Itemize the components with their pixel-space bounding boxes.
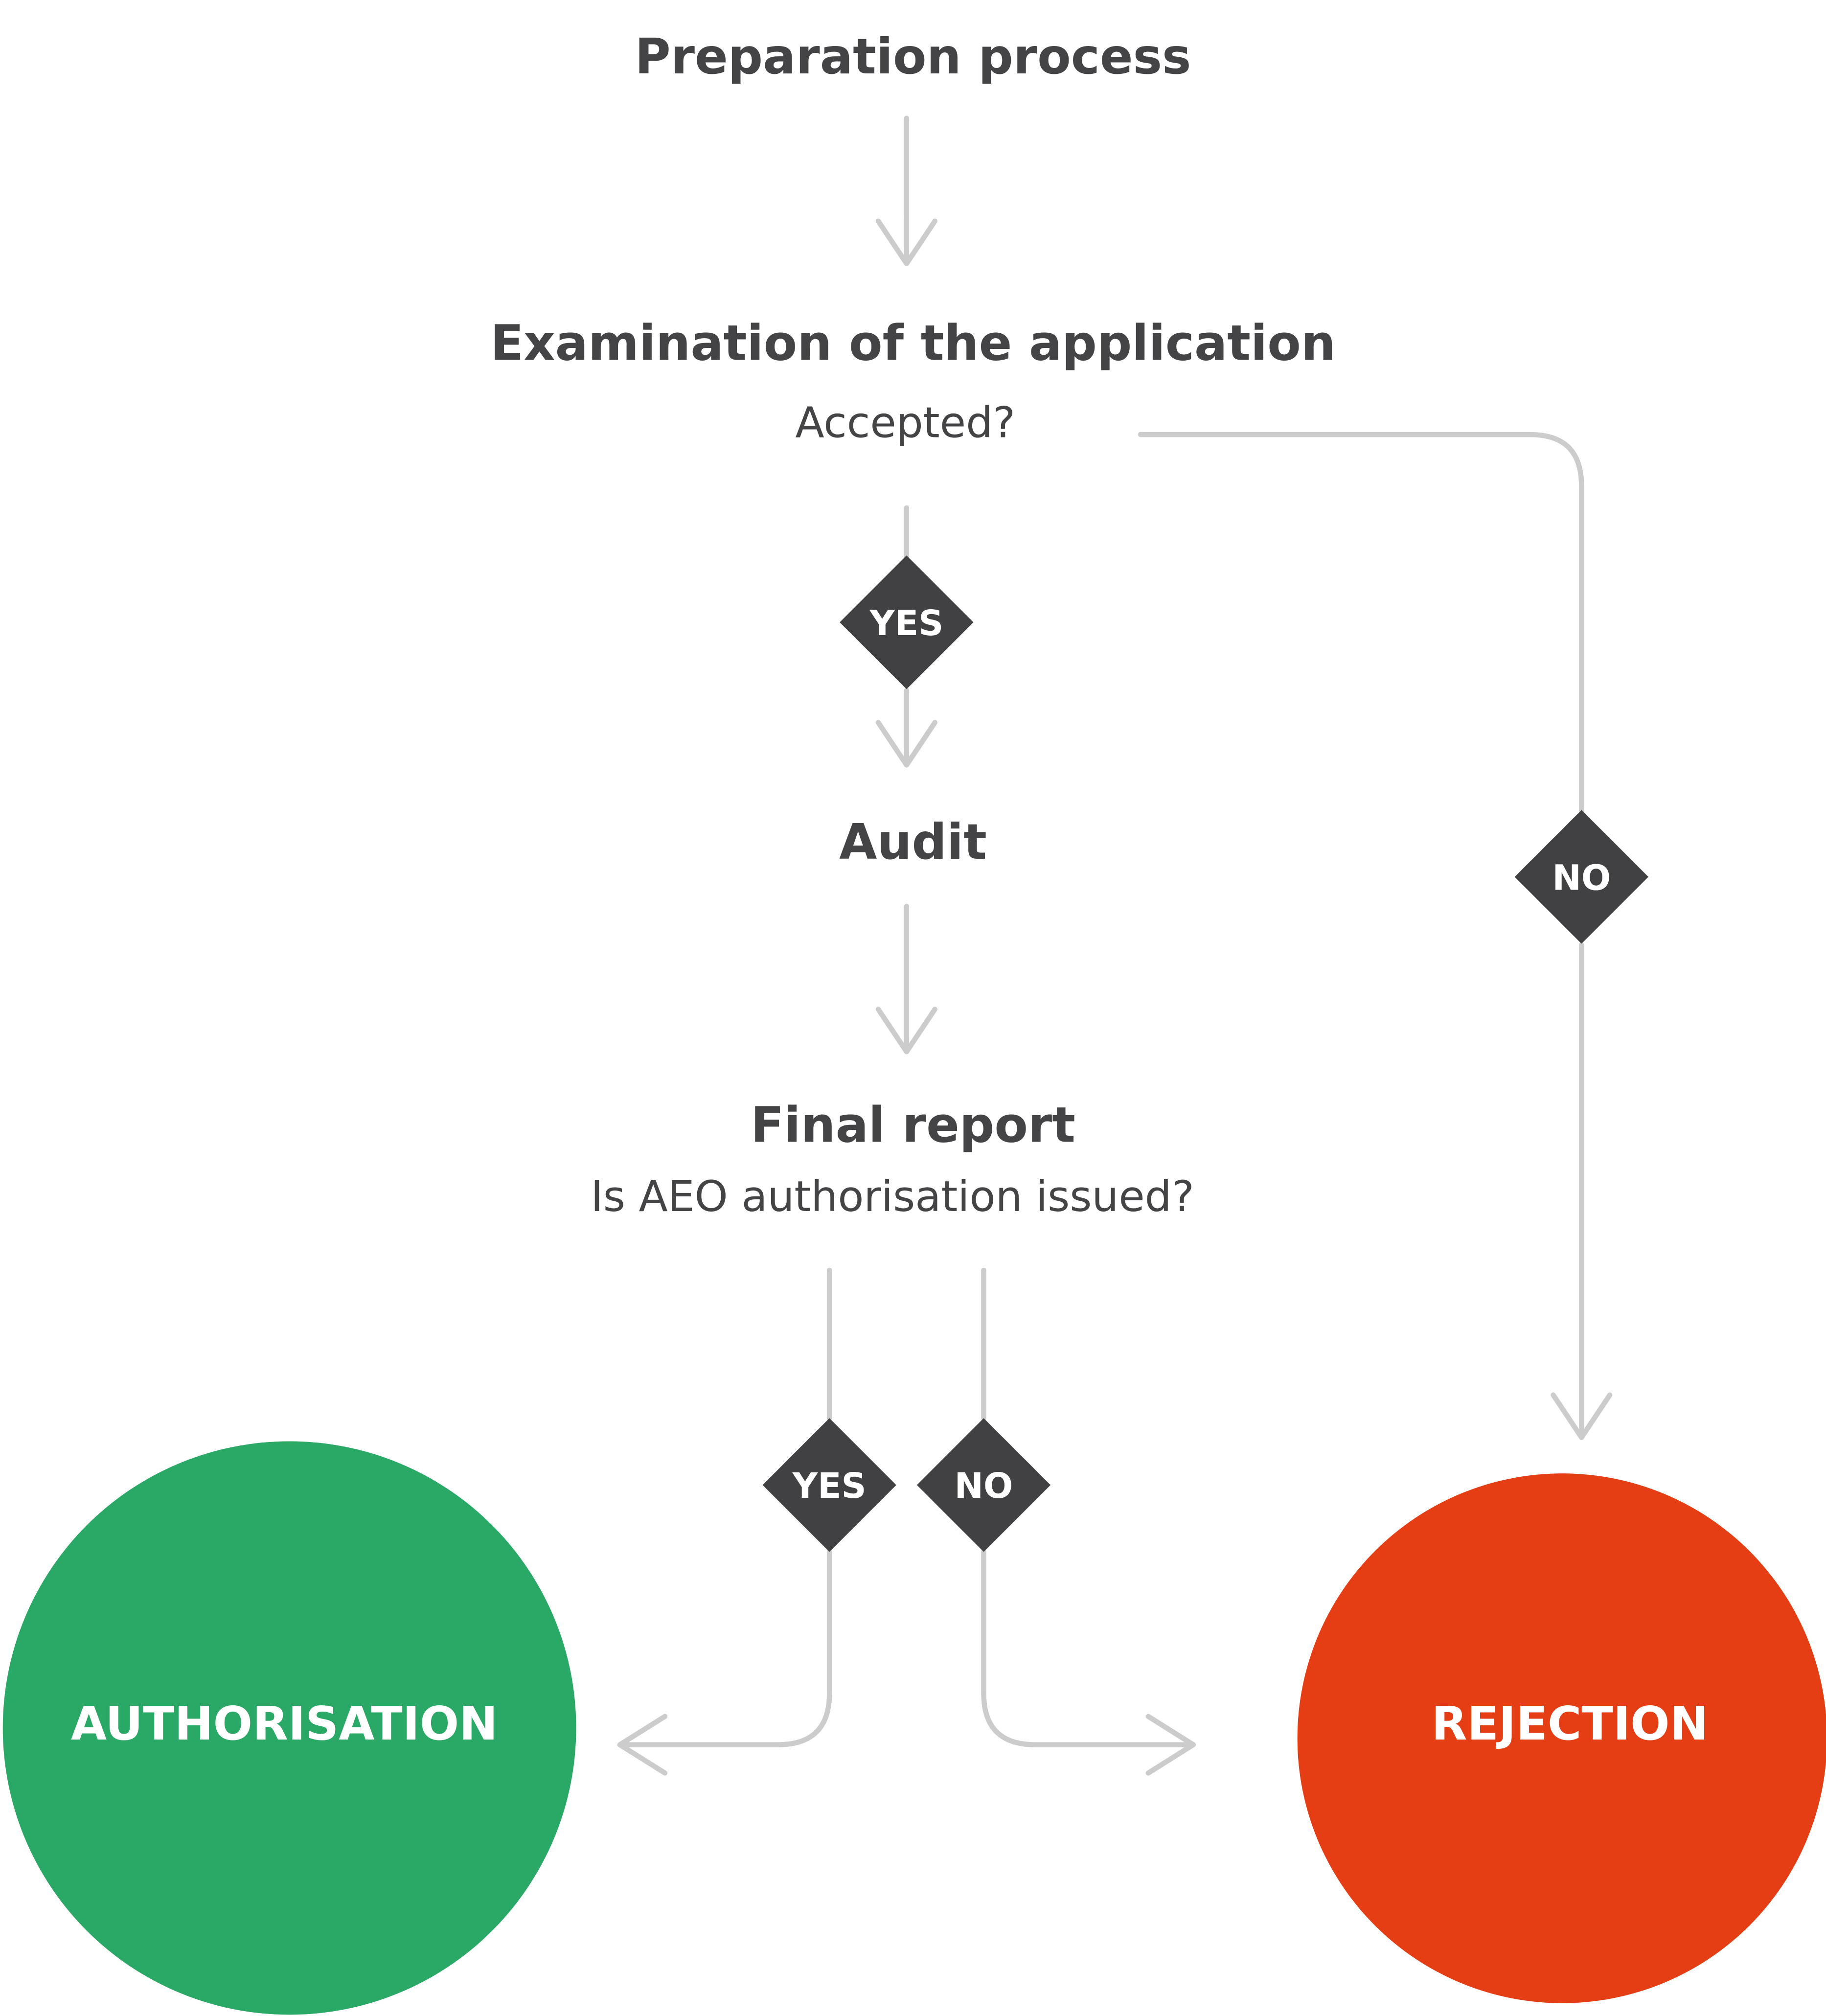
decision-label: YES bbox=[869, 603, 943, 643]
authorisation-label: AUTHORISATION bbox=[71, 1697, 498, 1751]
arrow-prep-to-exam bbox=[875, 115, 937, 266]
connector-exam-no bbox=[1138, 432, 1613, 1440]
diamond-shape bbox=[840, 555, 974, 689]
diamond-shape bbox=[762, 1418, 896, 1552]
decision-label: NO bbox=[955, 1466, 1013, 1506]
rejection-label: REJECTION bbox=[1432, 1697, 1709, 1751]
outcome-authorisation: AUTHORISATION bbox=[2, 1441, 576, 2015]
outcome-rejection: REJECTION bbox=[1297, 1473, 1826, 2003]
examination-question: Accepted? bbox=[795, 398, 1015, 447]
rejection-circle bbox=[1297, 1473, 1826, 2003]
connector-issued-no bbox=[981, 1267, 1196, 1776]
decision-accepted-yes: YES bbox=[840, 555, 974, 689]
authorisation-circle bbox=[2, 1441, 576, 2015]
diamond-shape bbox=[916, 1418, 1051, 1552]
step-examination: Examination of the application bbox=[490, 315, 1336, 372]
step-audit: Audit bbox=[839, 813, 987, 871]
arrow-audit-to-report bbox=[875, 904, 937, 1054]
decision-label: NO bbox=[1552, 857, 1611, 898]
step-preparation: Preparation process bbox=[635, 28, 1191, 85]
diamond-shape bbox=[1514, 810, 1648, 944]
decision-issued-no: NO bbox=[916, 1418, 1051, 1552]
final-question: Is AEO authorisation issued? bbox=[591, 1172, 1194, 1221]
step-final-report: Final report bbox=[751, 1096, 1075, 1153]
decision-accepted-no: NO bbox=[1514, 810, 1648, 944]
decision-label: YES bbox=[792, 1466, 867, 1506]
decision-issued-yes: YES bbox=[762, 1418, 896, 1552]
connector-issued-yes bbox=[617, 1267, 832, 1776]
connector-exam-yes bbox=[875, 505, 937, 768]
